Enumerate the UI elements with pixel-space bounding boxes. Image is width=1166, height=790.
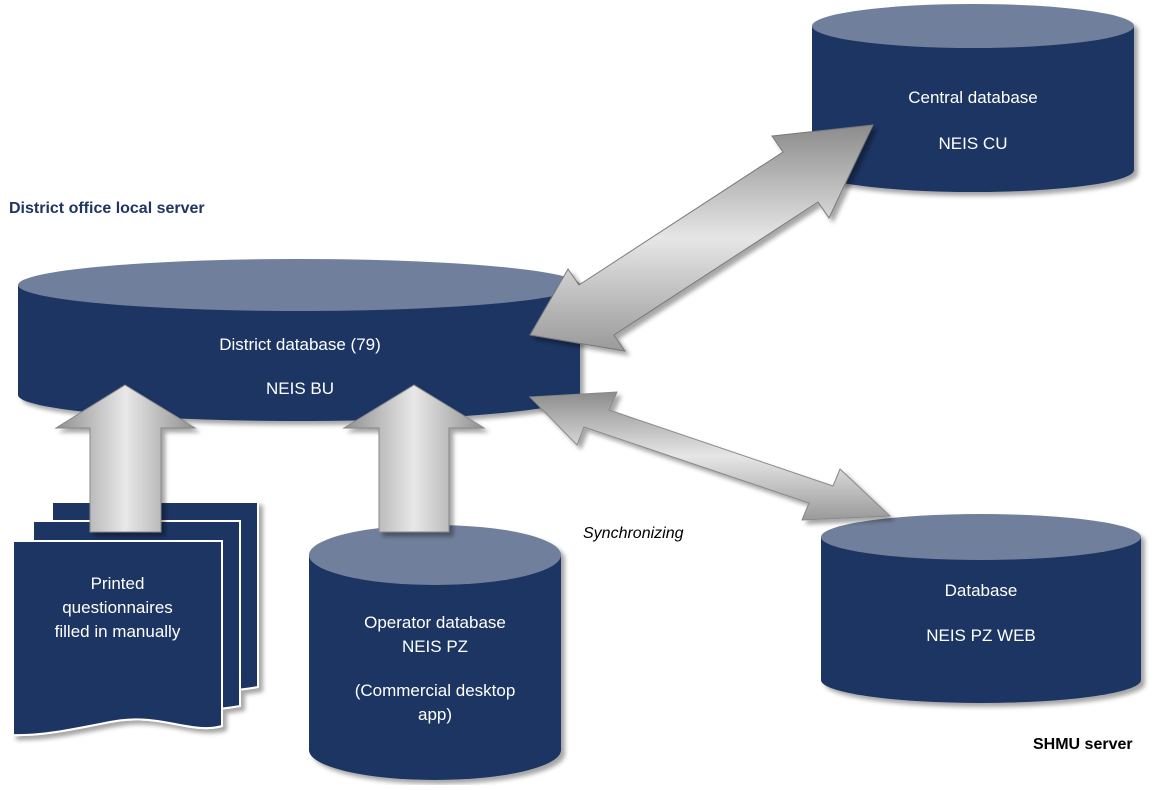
arrow-printed-up bbox=[54, 384, 197, 533]
operator-db-title: Operator database bbox=[364, 613, 506, 632]
printed-docs-line2: questionnaires bbox=[62, 598, 173, 617]
printed-docs-line1: Printed bbox=[90, 574, 145, 593]
web-database-cylinder bbox=[821, 514, 1141, 703]
arrow-operator-up bbox=[342, 384, 486, 533]
operator-db-desc-line2: app) bbox=[417, 705, 453, 724]
arrow-district-central bbox=[529, 124, 874, 352]
web-db-title: Database bbox=[944, 581, 1018, 600]
web-db-code: NEIS PZ WEB bbox=[926, 626, 1036, 645]
central-db-code: NEIS CU bbox=[938, 134, 1008, 153]
printed-documents-stack bbox=[12, 501, 259, 737]
district-db-title: District database (79) bbox=[219, 335, 381, 354]
operator-db-code: NEIS PZ bbox=[401, 637, 469, 656]
district-server-label: District office local server bbox=[9, 200, 205, 217]
district-database-cylinder bbox=[18, 259, 580, 421]
central-database-cylinder bbox=[812, 4, 1134, 192]
arrow-district-web bbox=[528, 391, 892, 521]
district-db-code: NEIS BU bbox=[265, 379, 335, 398]
synchronizing-label: Synchronizing bbox=[583, 525, 684, 542]
operator-db-desc-line1: (Commercial desktop bbox=[354, 681, 516, 700]
central-db-title: Central database bbox=[908, 88, 1038, 107]
operator-database-cylinder bbox=[309, 525, 561, 780]
printed-docs-line3: filled in manually bbox=[54, 622, 181, 641]
shmu-server-label: SHMU server bbox=[1033, 736, 1133, 753]
